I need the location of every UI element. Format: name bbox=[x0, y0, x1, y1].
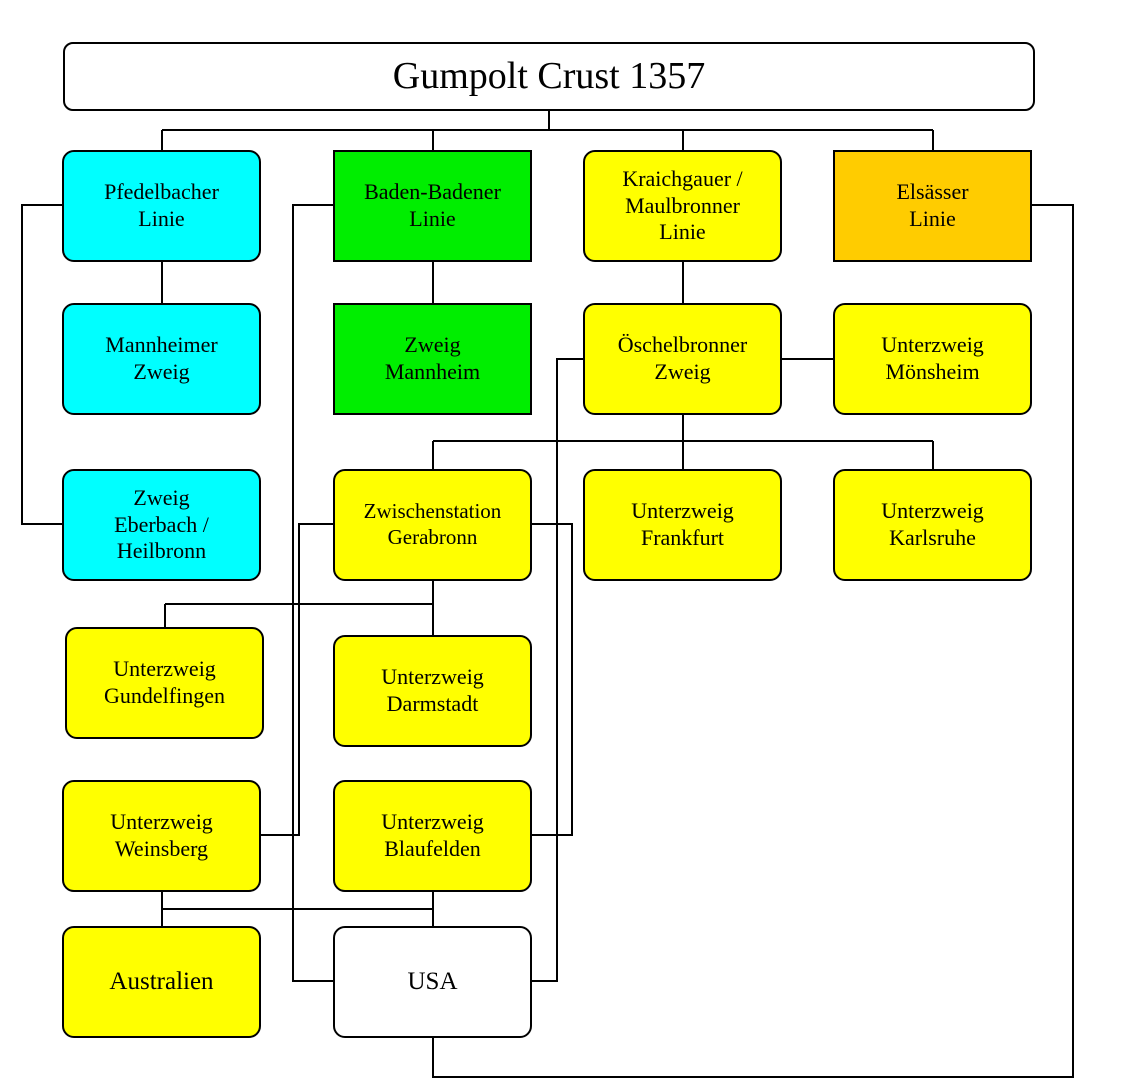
connector-gerabronn-weinsberg bbox=[261, 523, 333, 836]
connector-gerabronn-blaufelden bbox=[531, 523, 573, 836]
node-label: Mannheimer Zweig bbox=[105, 332, 218, 384]
node-zweig-eberbach-heilbronn: Zweig Eberbach / Heilbronn bbox=[62, 469, 261, 581]
connector-usa-elsasser bbox=[432, 204, 1074, 1078]
node-unterzweig-weinsberg: Unterzweig Weinsberg bbox=[62, 780, 261, 892]
title-box: Gumpolt Crust 1357 bbox=[63, 42, 1035, 111]
node-label: Zweig Mannheim bbox=[384, 332, 481, 384]
node-label: Unterzweig Blaufelden bbox=[381, 809, 484, 861]
node-label: Unterzweig Karlsruhe bbox=[881, 498, 984, 550]
connector-weinsberg-usa bbox=[162, 908, 434, 926]
node-oschelbronner-zweig: Öschelbronner Zweig bbox=[583, 303, 782, 415]
node-usa: USA bbox=[333, 926, 532, 1038]
node-unterzweig-frankfurt: Unterzweig Frankfurt bbox=[583, 469, 782, 581]
node-label: Unterzweig Mönsheim bbox=[881, 332, 984, 384]
node-unterzweig-monsheim: Unterzweig Mönsheim bbox=[833, 303, 1032, 415]
node-label: Baden-Badener Linie bbox=[364, 179, 501, 231]
node-label: Pfedelbacher Linie bbox=[104, 179, 219, 231]
node-label: USA bbox=[407, 967, 458, 995]
node-baden-badener-linie: Baden-Badener Linie bbox=[333, 150, 532, 262]
node-label: Zweig Eberbach / Heilbronn bbox=[114, 484, 209, 564]
node-label: Unterzweig Frankfurt bbox=[631, 498, 734, 550]
node-unterzweig-gundelfingen: Unterzweig Gundelfingen bbox=[65, 627, 264, 739]
connector-baden-usa bbox=[292, 204, 333, 982]
node-label: Zwischenstation Gerabronn bbox=[363, 499, 502, 549]
node-zweig-mannheim: Zweig Mannheim bbox=[333, 303, 532, 415]
node-unterzweig-blaufelden: Unterzweig Blaufelden bbox=[333, 780, 532, 892]
node-label: Unterzweig Darmstadt bbox=[381, 664, 484, 716]
connector-pfedelbacher-eberbach bbox=[21, 204, 62, 525]
node-label: Unterzweig Gundelfingen bbox=[104, 656, 225, 708]
node-label: Australien bbox=[109, 967, 214, 995]
node-unterzweig-darmstadt: Unterzweig Darmstadt bbox=[333, 635, 532, 747]
node-label: Elsässer Linie bbox=[896, 179, 969, 231]
node-mannheimer-zweig: Mannheimer Zweig bbox=[62, 303, 261, 415]
node-kraichgauer-linie: Kraichgauer / Maulbronner Linie bbox=[583, 150, 782, 262]
connector-oschelbronner-usa bbox=[531, 358, 583, 982]
node-label: Öschelbronner Zweig bbox=[617, 332, 748, 384]
node-pfedelbacher-linie: Pfedelbacher Linie bbox=[62, 150, 261, 262]
node-australien: Australien bbox=[62, 926, 261, 1038]
node-label: Kraichgauer / Maulbronner Linie bbox=[622, 165, 743, 245]
diagram-title: Gumpolt Crust 1357 bbox=[392, 55, 706, 98]
node-zwischenstation-gerabronn: Zwischenstation Gerabronn bbox=[333, 469, 532, 581]
node-label: Unterzweig Weinsberg bbox=[110, 809, 213, 861]
node-unterzweig-karlsruhe: Unterzweig Karlsruhe bbox=[833, 469, 1032, 581]
node-elsasser-linie: Elsässer Linie bbox=[833, 150, 1032, 262]
